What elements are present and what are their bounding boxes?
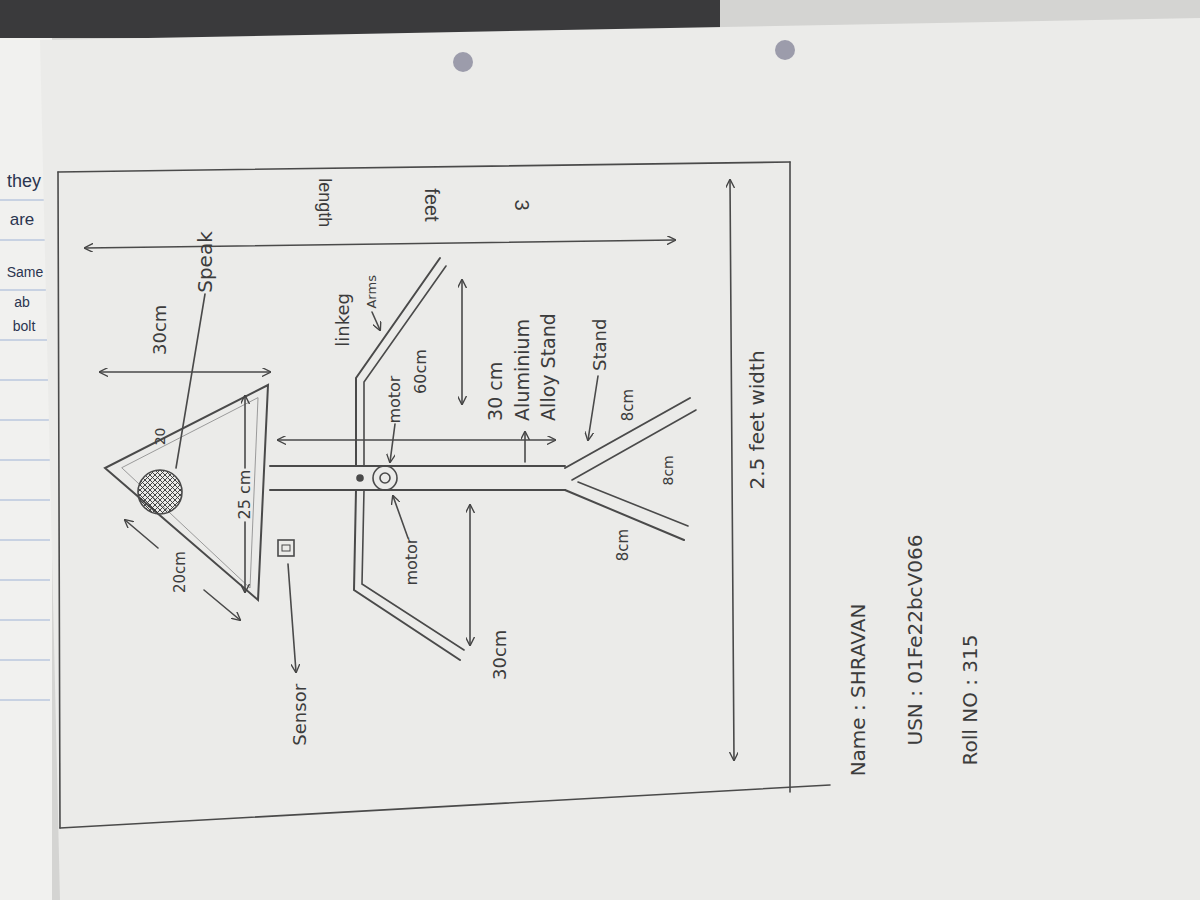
linkage-arm [362, 490, 464, 650]
side-dimension [204, 590, 240, 620]
rule-line [0, 700, 50, 701]
note-word: ab [14, 294, 30, 311]
leader-arrow [288, 564, 296, 672]
leader-arrow [390, 424, 395, 462]
rule-line [0, 240, 50, 241]
housing-inner-line [122, 398, 258, 588]
part-label: Sensor [289, 684, 311, 746]
part-label: Stand [589, 319, 611, 371]
dimension-label: 2.5 feet width [745, 350, 769, 489]
frame-line [58, 172, 60, 828]
linkage-arm [356, 258, 440, 466]
part-label: linkeg [332, 293, 354, 347]
rule-line [0, 200, 50, 201]
rule-line [0, 500, 50, 501]
linkage-arm [364, 266, 446, 466]
part-label: 30 cm Aluminium Alloy Stand [482, 309, 562, 421]
linkage-arm [354, 490, 460, 660]
dimension-label: 25 cm [235, 470, 254, 520]
leader-arrow [524, 432, 526, 462]
leader-arrow [588, 376, 598, 440]
length-dimension [85, 240, 675, 248]
note-word: are [10, 210, 35, 230]
dimension-label: 3 [510, 199, 534, 210]
dimension-label: 8cm [660, 455, 677, 485]
rule-line [0, 580, 50, 581]
rule-line [0, 540, 50, 541]
speaker-housing [105, 385, 268, 600]
dimension-label: 30cm [149, 305, 171, 355]
speaker-symbol [138, 470, 182, 514]
note-word: bolt [13, 318, 36, 335]
rule-line [0, 380, 50, 381]
student-info: Roll NO : 315 [958, 634, 982, 765]
pencil-drawing [58, 162, 830, 828]
stand-pole [270, 489, 565, 491]
width-dimension [730, 180, 734, 760]
arm-dimension [469, 505, 471, 645]
frame-line [789, 162, 791, 792]
rule-line [0, 620, 50, 621]
leader-line [176, 294, 205, 468]
motor-symbol [373, 466, 397, 490]
punch-hole [453, 52, 473, 72]
dimension-label: 20 [152, 427, 169, 445]
base-dimension [244, 396, 246, 468]
pole-dimension [278, 439, 555, 441]
paper-sheet [40, 18, 1200, 900]
note-word: Same [7, 264, 44, 281]
dimension-label: 8cm [614, 529, 632, 561]
dimension-label: 20cm [171, 551, 189, 593]
leader-arrow [372, 312, 380, 330]
rule-line [0, 340, 50, 341]
dimension-label: length [314, 178, 336, 227]
part-label: Speak [193, 231, 217, 293]
arm-dimension [461, 280, 463, 404]
frame-line [58, 162, 790, 172]
part-label: Arms [364, 275, 380, 308]
student-info: Name : SHRAVAN [846, 604, 870, 777]
dimension-label: 30cm [489, 630, 511, 680]
rule-line [0, 660, 50, 661]
stand-leg [578, 482, 688, 526]
side-dimension [125, 520, 158, 548]
pivot-dot [357, 475, 363, 481]
notebook-rules [0, 200, 50, 700]
sensor-box [278, 540, 294, 556]
sensor-lens [282, 545, 290, 551]
dimension-label: feet [420, 188, 444, 221]
student-info: USN : 01Fe22bcV066 [903, 535, 927, 746]
punch-hole [775, 40, 795, 60]
height-dimension [100, 371, 270, 373]
part-label: motor [385, 376, 404, 424]
dimension-label: 60cm [410, 350, 429, 395]
stand-pole [270, 465, 565, 467]
rule-line [0, 460, 50, 461]
note-word: they [7, 171, 41, 193]
leader-arrow [393, 496, 408, 538]
rule-line [0, 420, 50, 421]
dimension-label: 8cm [619, 389, 637, 421]
frame-line [60, 785, 830, 828]
rule-line [0, 290, 50, 291]
part-label: motor [402, 538, 421, 586]
base-dimension [244, 522, 246, 592]
motor-shaft [380, 473, 390, 483]
